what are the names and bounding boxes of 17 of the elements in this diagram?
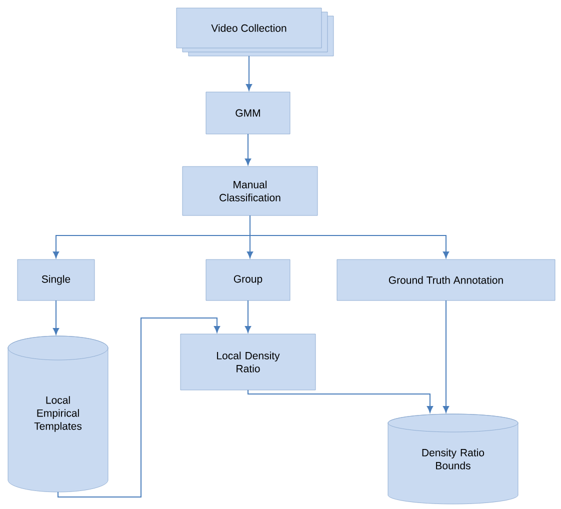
arrow (52, 300, 60, 335)
arrow (58, 318, 220, 498)
process-box: GMM (206, 92, 290, 134)
process-box: Local Density Ratio (180, 334, 316, 390)
process-box: Manual Classification (182, 166, 318, 216)
database-cylinder: Density Ratio Bounds (388, 414, 518, 504)
process-box: Ground Truth Annotation (336, 259, 556, 301)
process-box: Single (17, 259, 95, 301)
arrow (248, 390, 434, 413)
database-cylinder: Local Empirical Templates (8, 336, 108, 492)
process-box: Group (206, 259, 290, 301)
arrow (246, 56, 252, 91)
arrow (244, 300, 252, 333)
arrow (250, 215, 450, 258)
arrow (244, 134, 252, 166)
stacked-box: Video Collection (176, 8, 334, 56)
arrow (442, 300, 450, 413)
